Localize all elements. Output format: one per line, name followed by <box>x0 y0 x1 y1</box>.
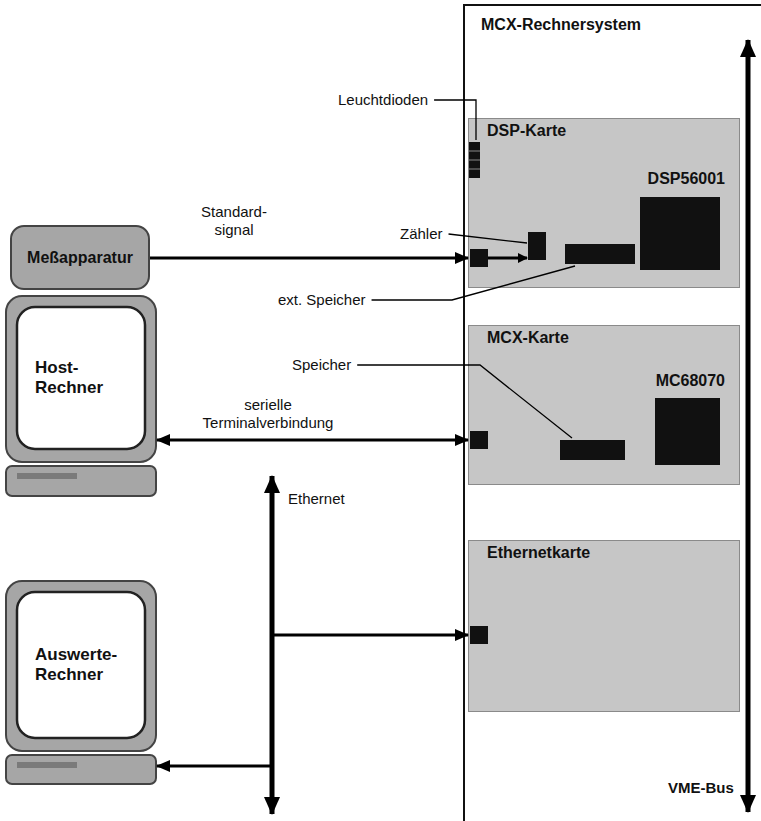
leader-line <box>372 266 575 300</box>
counter-feed-arrow <box>488 257 527 260</box>
node-text: Host- Rechner <box>35 358 127 399</box>
computer-terminal: Auswerte- Rechner <box>5 580 157 785</box>
edge-label: serielle Terminalverbindung <box>178 396 358 432</box>
device-box: Meßapparatur <box>10 225 150 290</box>
ethernet-connector <box>470 626 488 644</box>
keyboard-keys <box>17 762 77 768</box>
node-text: DSP-Karte <box>469 119 739 140</box>
vme-bus-line <box>746 40 751 812</box>
ethernet-bus-line <box>270 476 275 814</box>
part-label: ext. Speicher <box>278 291 366 309</box>
monitor-case <box>6 581 156 751</box>
keyboard-base <box>6 755 156 784</box>
dsp-chip <box>640 197 720 270</box>
monitor-screen <box>17 592 145 738</box>
part-label: Ethernet <box>288 490 345 508</box>
part-label: VME-Bus <box>668 779 734 797</box>
keyboard-keys <box>17 473 77 479</box>
leader-lines <box>357 100 575 438</box>
chip-label: DSP56001 <box>600 170 725 194</box>
node-text: MC68070 <box>600 372 725 390</box>
monitor-screen <box>17 307 145 449</box>
part-label: Zähler <box>400 225 443 243</box>
node-text: Ethernetkarte <box>469 541 739 562</box>
counter-chip <box>528 232 546 260</box>
node-text: Auswerte- Rechner <box>35 645 127 686</box>
connector-arrow <box>150 257 468 260</box>
monitor-case <box>6 296 156 462</box>
leader-line <box>434 100 476 140</box>
leader-line <box>357 365 572 438</box>
circuit-card: Ethernetkarte <box>468 540 740 712</box>
ext-memory-chip <box>565 244 635 264</box>
connector-arrow <box>157 439 468 442</box>
leader-line <box>449 234 527 243</box>
serial-connector <box>470 431 488 449</box>
node-text: DSP56001 <box>600 170 725 188</box>
node-text: Meßapparatur <box>27 249 133 267</box>
led-strip <box>469 142 480 178</box>
node-text: MCX-Rechnersystem <box>465 6 761 34</box>
cpu-chip <box>655 398 720 465</box>
computer-terminal: Host- Rechner <box>5 295 157 497</box>
connector-arrow <box>157 635 468 766</box>
part-label: Leuchtdioden <box>338 91 428 109</box>
node-text: MCX-Karte <box>469 326 739 347</box>
input-connector <box>470 249 488 267</box>
keyboard-base <box>6 466 156 496</box>
chip-label: MC68070 <box>600 372 725 396</box>
edge-label: Standard- signal <box>188 203 280 239</box>
memory-chip <box>560 440 625 460</box>
part-label: Speicher <box>292 356 351 374</box>
